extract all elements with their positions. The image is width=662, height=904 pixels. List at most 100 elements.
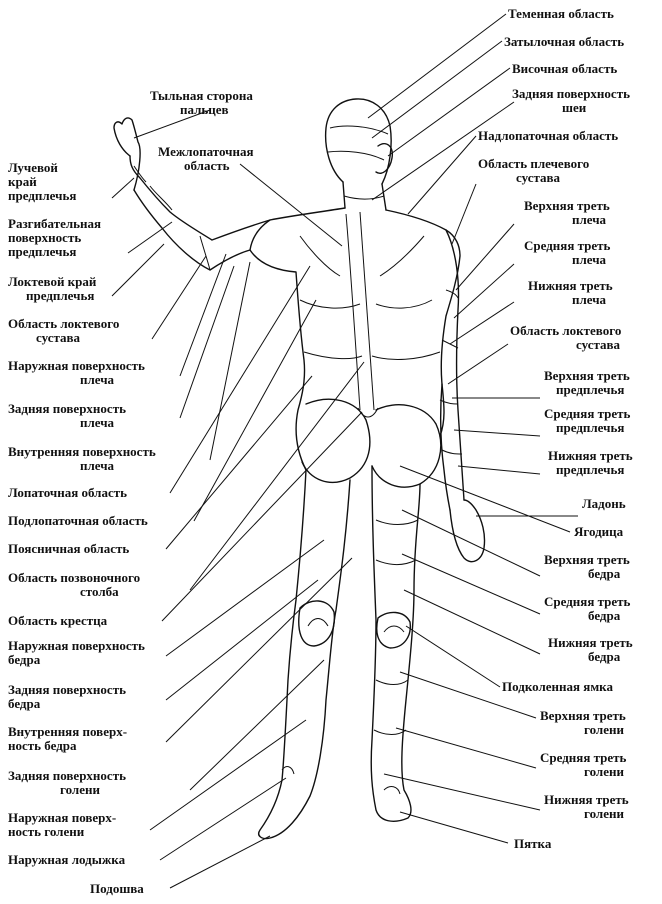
left-knee-mark xyxy=(307,618,329,627)
leader-l-8 xyxy=(209,261,251,461)
neck-band xyxy=(343,195,385,200)
leader-l-15 xyxy=(165,579,319,701)
label-spinal-column-region: Область позвоночного столба xyxy=(8,570,143,599)
leader-r-9 xyxy=(447,343,509,385)
label-upper-arm-lower-third: Нижняя треть плеча xyxy=(528,278,616,307)
leader-l-4 xyxy=(111,243,165,297)
label-shin-back-surface: Задняя поверхность голени xyxy=(8,768,129,797)
label-shoulder-joint-region: Область плечевого сустава xyxy=(478,156,592,185)
occiput-band xyxy=(329,125,389,135)
label-shin-middle-third: Средняя треть голени xyxy=(540,750,630,779)
leader-l-6 xyxy=(179,253,227,377)
label-shin-lower-third: Нижняя треть голени xyxy=(544,792,632,821)
right-heel-mark xyxy=(383,786,401,795)
leader-l-5 xyxy=(151,255,207,340)
label-shoulder-inner-surface: Внутренняя поверхность плеча xyxy=(8,444,159,473)
left-leg-outline xyxy=(258,469,351,840)
label-interscapular-region: Межлопаточная область xyxy=(158,144,257,173)
label-lumbar-region: Поясничная область xyxy=(8,541,129,556)
leader-r-3 xyxy=(371,101,515,201)
leader-r-1 xyxy=(371,40,503,139)
label-forearm-extensor-surface: Разгибательная поверхность предплечья xyxy=(8,216,104,259)
label-parietal-region: Теменная область xyxy=(508,6,614,21)
leader-r-14 xyxy=(399,465,571,533)
sacrum xyxy=(357,407,379,418)
raised-arm-band-1 xyxy=(199,235,211,271)
label-thigh-outer-surface: Наружная поверхность бедра xyxy=(8,638,148,667)
leader-l-2 xyxy=(111,177,135,199)
hanging-arm-band-2 xyxy=(441,339,459,349)
right-labels: Теменная область Затылочная область Висо… xyxy=(478,6,636,851)
hanging-arm-band-1 xyxy=(445,289,459,299)
head-outline xyxy=(324,98,392,185)
right-shin-band-2 xyxy=(373,729,407,735)
label-sacral-region: Область крестца xyxy=(8,613,108,628)
raised-arm-band-3 xyxy=(133,165,147,183)
scapula-lower xyxy=(299,299,433,309)
scapula-left xyxy=(299,235,341,277)
right-knee-patch xyxy=(376,611,411,649)
label-suprascapular-region: Надлопаточная область xyxy=(478,128,618,143)
leader-l-12 xyxy=(189,361,365,591)
right-leg-outline xyxy=(370,465,421,822)
label-forearm-upper-third: Верхняя треть предплечья xyxy=(544,368,633,397)
leader-r-22 xyxy=(399,811,509,844)
leader-r-12 xyxy=(457,465,541,475)
label-scapular-region: Лопаточная область xyxy=(8,485,127,500)
leader-l-16 xyxy=(165,557,353,743)
hanging-hand xyxy=(449,499,486,563)
spine-line-right xyxy=(359,211,375,411)
leader-r-11 xyxy=(453,429,541,437)
leader-l-10 xyxy=(193,299,317,522)
human-figure-back-view xyxy=(113,98,486,840)
label-shoulder-back-surface: Задняя поверхность плеча xyxy=(8,401,129,430)
label-elbow-joint-region-left: Область локтевого сустава xyxy=(8,316,123,345)
label-shoulder-outer-surface: Наружная поверхность плеча xyxy=(8,358,148,387)
leader-l-7 xyxy=(179,265,235,419)
label-shin-outer-surface: Наружная поверх- ность голени xyxy=(8,810,119,839)
leader-l-11 xyxy=(165,375,313,550)
label-thigh-back-surface: Задняя поверхность бедра xyxy=(8,682,129,711)
label-upper-arm-upper-third: Верхняя треть плеча xyxy=(524,198,613,227)
label-subscapular-region: Подлопаточная область xyxy=(8,513,148,528)
leader-r-7 xyxy=(453,263,515,319)
lumbar-band xyxy=(303,351,441,360)
label-forearm-radial-edge: Лучевой край предплечья xyxy=(8,160,76,203)
leader-r-5 xyxy=(451,183,477,245)
label-neck-back: Задняя поверхность шеи xyxy=(512,86,633,115)
label-thigh-upper-third: Верхняя треть бедра xyxy=(544,552,633,581)
label-lateral-malleolus: Наружная лодыжка xyxy=(8,852,126,867)
leader-r-6 xyxy=(455,223,515,291)
label-forearm-middle-third: Средняя треть предплечья xyxy=(544,406,634,435)
label-heel: Пятка xyxy=(514,836,552,851)
label-thigh-inner-surface: Внутренняя поверх- ность бедра xyxy=(8,724,130,753)
right-thigh-band-2 xyxy=(375,559,417,565)
leader-r-8 xyxy=(449,301,515,345)
right-thigh-band-1 xyxy=(375,519,419,525)
label-buttock: Ягодица xyxy=(574,524,624,539)
leader-r-19 xyxy=(399,671,537,719)
label-palm: Ладонь xyxy=(582,496,626,511)
buttock-right xyxy=(371,404,442,488)
occiput-band-2 xyxy=(327,150,385,161)
label-thigh-lower-third: Нижняя треть бедра xyxy=(548,635,636,664)
label-occipital-region: Затылочная область xyxy=(504,34,624,49)
raised-arm-outline xyxy=(129,155,271,271)
label-shin-upper-third: Верхняя треть голени xyxy=(540,708,629,737)
label-forearm-lower-third: Нижняя треть предплечья xyxy=(548,448,636,477)
hanging-arm-band-4 xyxy=(441,449,463,455)
leader-l-3 xyxy=(127,221,173,254)
leader-lines xyxy=(111,13,578,889)
leader-l-13 xyxy=(161,411,363,622)
leader-r-20 xyxy=(395,727,537,769)
leader-l-19 xyxy=(159,777,287,861)
right-knee-mark xyxy=(383,625,405,633)
right-shin-band-1 xyxy=(375,679,409,685)
leader-r-0 xyxy=(367,13,507,119)
ear-outline xyxy=(375,142,393,174)
leader-r-18 xyxy=(405,625,501,688)
leader-r-17 xyxy=(403,589,541,655)
label-upper-arm-middle-third: Средняя треть плеча xyxy=(524,238,614,267)
